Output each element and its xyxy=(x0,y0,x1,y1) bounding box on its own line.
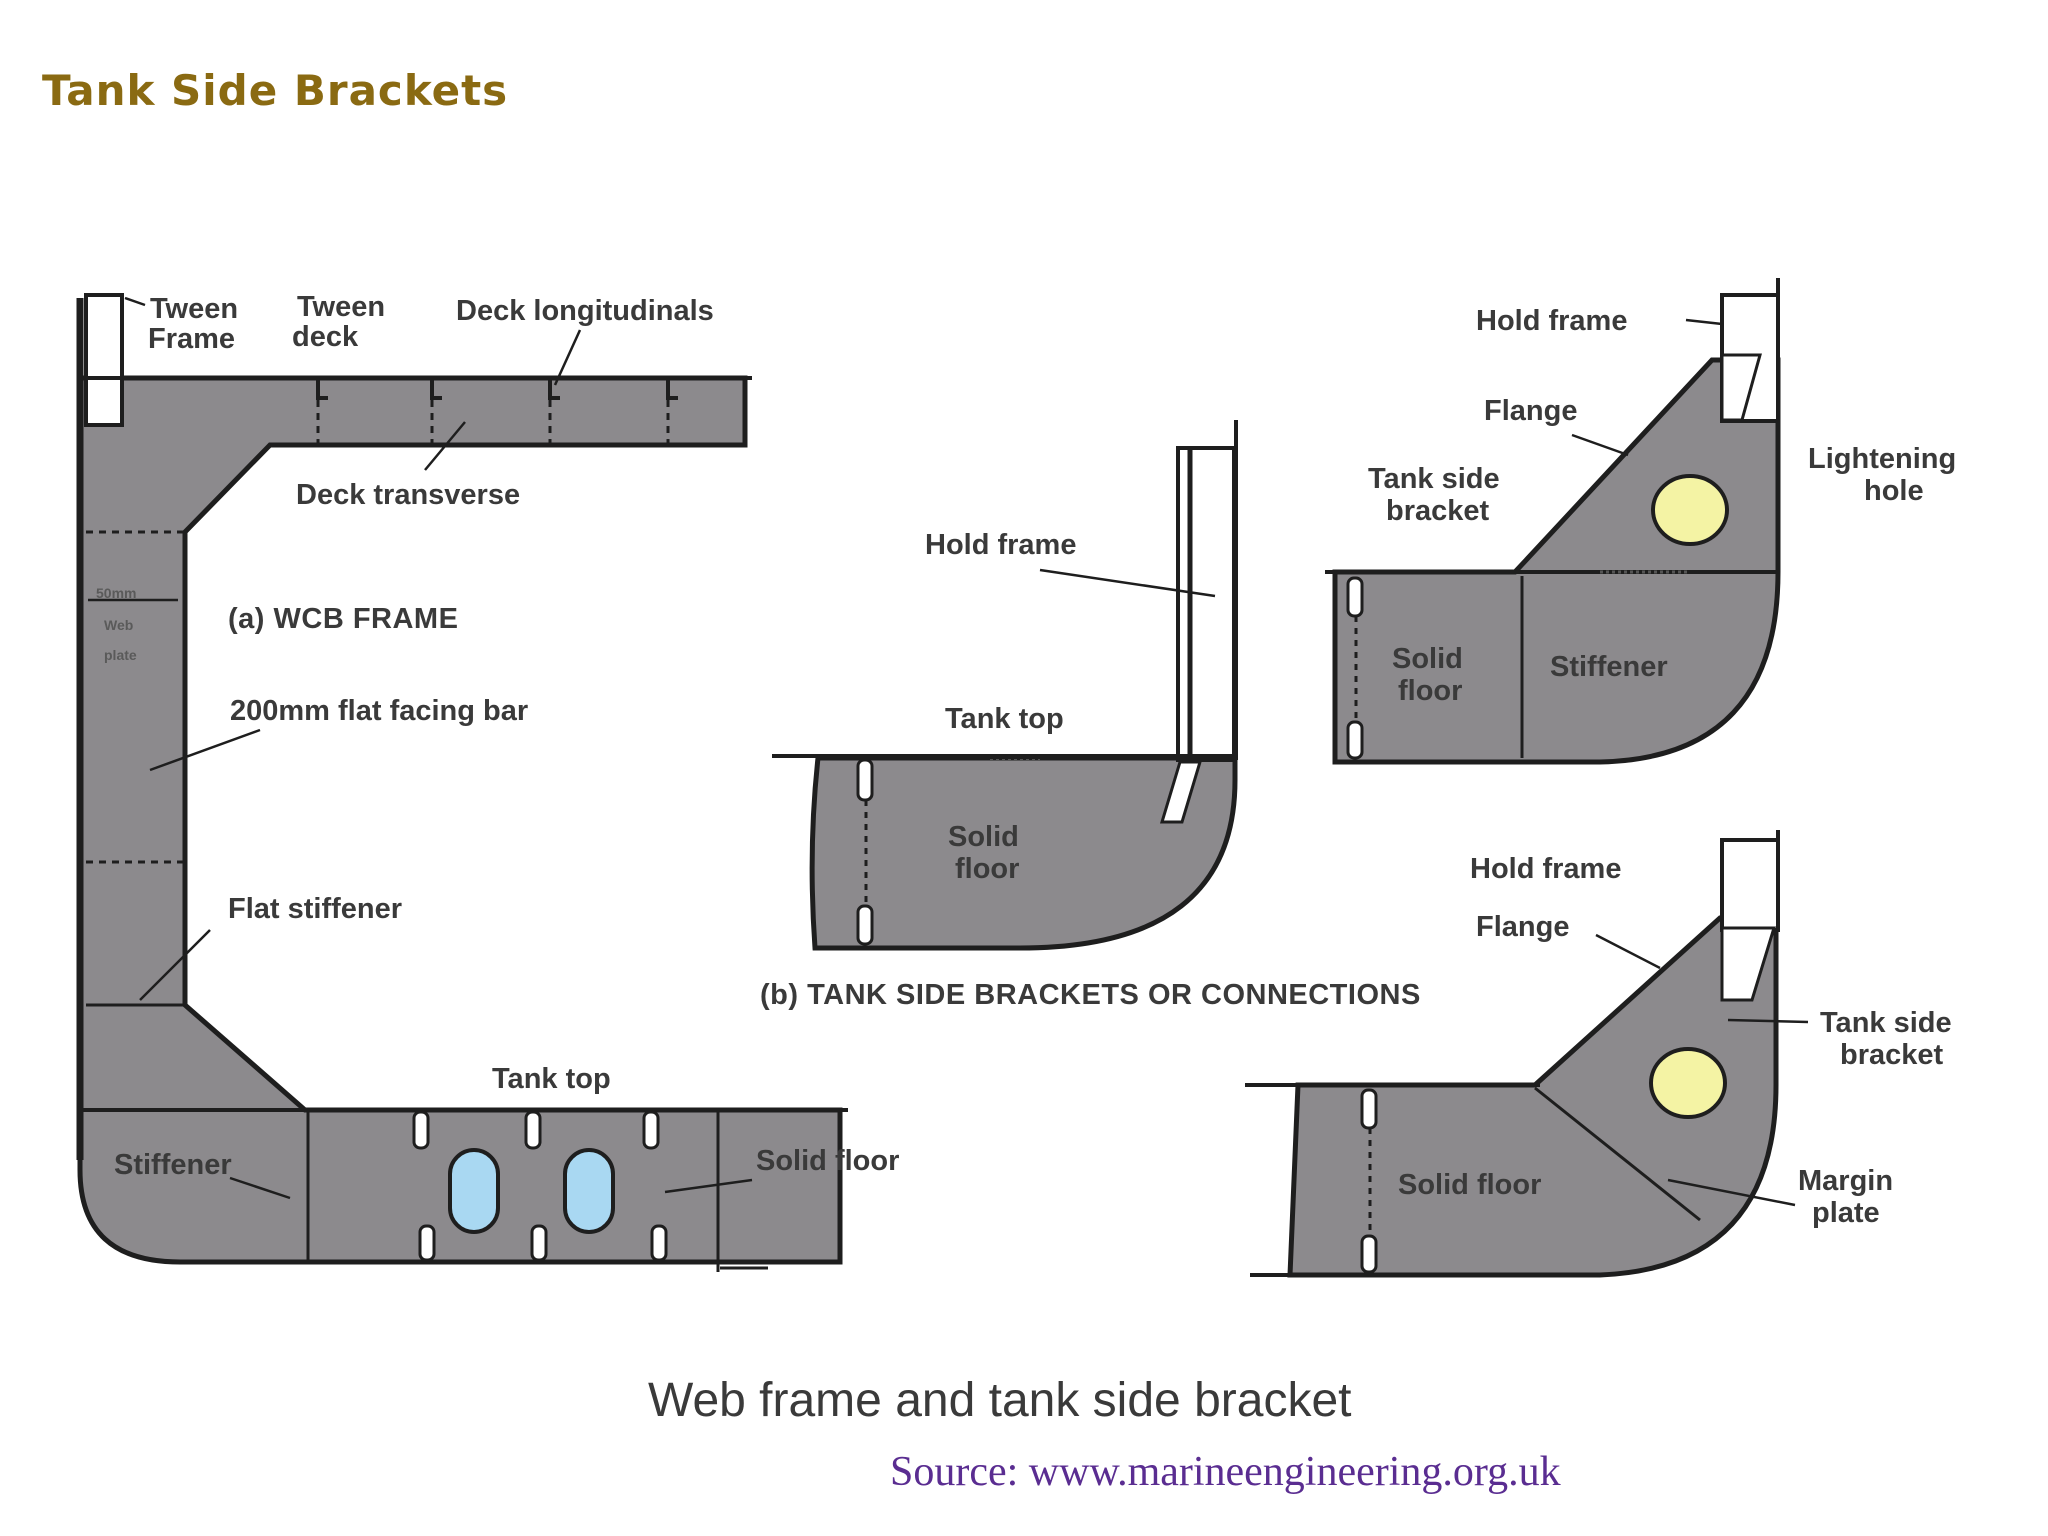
tank-side-bracket-label: bracket xyxy=(1386,495,1490,527)
solid-floor-label: floor xyxy=(1398,675,1462,707)
floor-notches xyxy=(412,1110,668,1262)
hold-frame-label: Hold frame xyxy=(1470,853,1621,885)
tank-side-bracket-middle: Hold frame Tank top Solid floor (b) TANK… xyxy=(760,420,1421,1011)
tank-side-brackets-heading: (b) TANK SIDE BRACKETS OR CONNECTIONS xyxy=(760,979,1421,1011)
tank-side-bracket-label: Tank side xyxy=(1820,1007,1952,1039)
tween-frame-label: Frame xyxy=(148,323,235,355)
tank-side-bracket-top-right: Hold frame Flange Tank side bracket Ligh… xyxy=(1325,278,1956,765)
deck-longitudinals-label: Deck longitudinals xyxy=(456,295,714,327)
tank-side-bracket-label: bracket xyxy=(1840,1039,1944,1071)
lightening-hole-icon xyxy=(1651,474,1729,546)
web-frame-plate xyxy=(77,375,843,1265)
middle-floor-plate xyxy=(809,755,1238,951)
solid-floor-label: Solid floor xyxy=(1398,1169,1541,1201)
flange-label: Flange xyxy=(1476,911,1569,943)
tween-frame-label: Tween xyxy=(150,293,238,325)
tank-side-bracket-label: Tank side xyxy=(1368,463,1500,495)
facing-bar-label: 200mm flat facing bar xyxy=(230,695,528,727)
diagram-caption: Web frame and tank side bracket xyxy=(648,1374,1351,1427)
hold-frame-label: Hold frame xyxy=(1476,305,1627,337)
lightening-hole-icon xyxy=(563,1148,615,1234)
page-title: Tank Side Brackets xyxy=(42,66,509,115)
margin-plate-label: plate xyxy=(1812,1197,1880,1229)
flange-label: Flange xyxy=(1484,395,1577,427)
top-right-bracket-plate xyxy=(1332,357,1781,765)
hold-frame-middle xyxy=(1176,446,1236,762)
tank-top-label: Tank top xyxy=(945,703,1064,735)
tank-top-label: Tank top xyxy=(492,1063,611,1095)
bottom-right-bracket-plate xyxy=(1287,915,1779,1278)
web-plate-label: Web xyxy=(104,617,133,633)
wcb-frame-heading: (a) WCB FRAME xyxy=(228,603,458,635)
lightening-hole-icon xyxy=(448,1148,500,1234)
web-plate-label: 50mm xyxy=(96,585,136,601)
deck-transverse-label: Deck transverse xyxy=(296,479,520,511)
solid-floor-label: Solid xyxy=(1392,643,1463,675)
margin-plate-label: Margin xyxy=(1798,1165,1893,1197)
hold-frame-bottom-right xyxy=(1720,838,1780,932)
tank-side-bracket-bottom-right: Hold frame Flange Tank side bracket Soli… xyxy=(1245,830,1952,1278)
stiffener-label: Stiffener xyxy=(114,1149,232,1181)
web-plate-label: plate xyxy=(104,647,137,663)
solid-floor-label: floor xyxy=(955,853,1019,885)
stiffener-label: Stiffener xyxy=(1550,651,1668,683)
source-credit: Source: www.marineengineering.org.uk xyxy=(890,1449,1561,1495)
wcb-frame: Tween Frame Tween deck Deck longitudinal… xyxy=(76,291,899,1272)
tween-deck-label: Tween xyxy=(297,291,385,323)
lightening-hole-label: hole xyxy=(1864,475,1924,507)
solid-floor-label: Solid xyxy=(948,821,1019,853)
lightening-hole-label: Lightening xyxy=(1808,443,1956,475)
flat-stiffener-label: Flat stiffener xyxy=(228,893,402,925)
deck-longitudinals xyxy=(316,380,678,400)
solid-floor-label: Solid floor xyxy=(756,1145,899,1177)
tween-frame xyxy=(84,293,124,427)
lightening-hole-icon xyxy=(1649,1047,1727,1119)
tween-deck-label: deck xyxy=(292,321,359,353)
hold-frame-label: Hold frame xyxy=(925,529,1076,561)
